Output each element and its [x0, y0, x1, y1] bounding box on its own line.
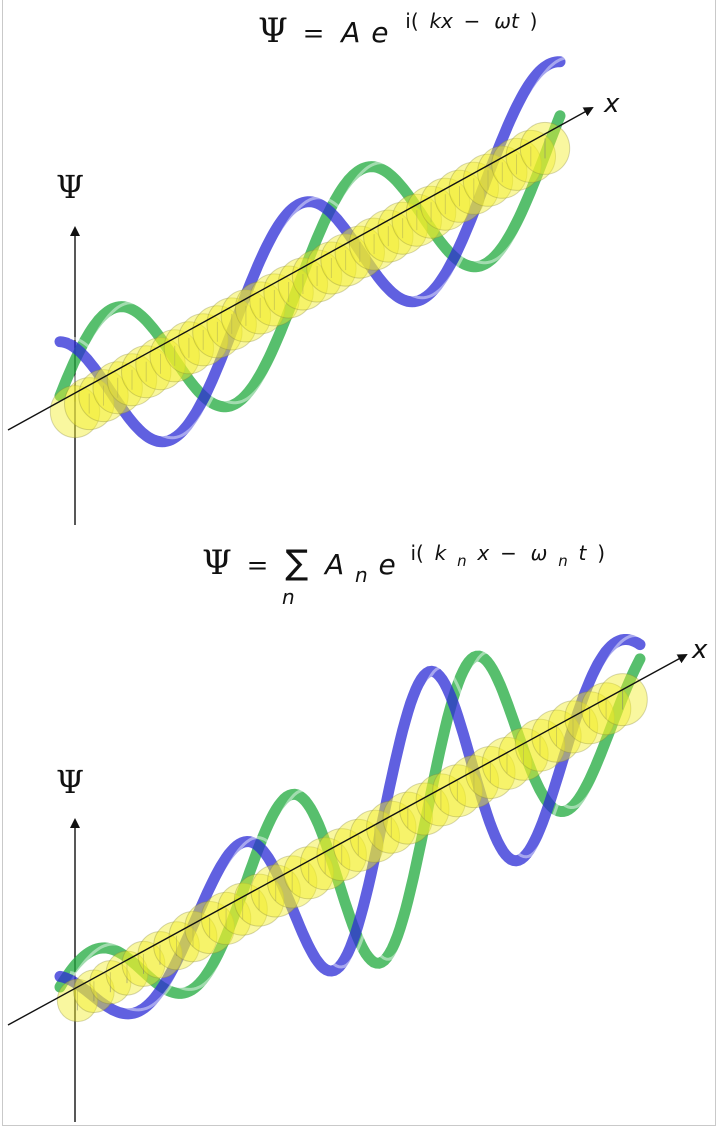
helix-group-1	[49, 56, 572, 448]
psi-axis-label-2: Ψ	[56, 763, 84, 801]
x-axis-label-1: x	[603, 89, 620, 119]
panel1-blue-ribbon-highlight	[69, 56, 570, 440]
x-axis-line-2	[7, 654, 688, 1026]
panel1-green-ribbon-highlight	[68, 111, 572, 405]
equation-superposition: Ψ = ∑ A n e i( k n x − ω n t )	[202, 529, 605, 591]
helix-group-2	[54, 634, 652, 1023]
panel2-green-ribbon	[54, 650, 646, 999]
x-axis-line-1	[7, 107, 594, 431]
panel2-blue-ribbon	[54, 634, 646, 1020]
x-axis-label-2: x	[691, 635, 708, 665]
psi-axis-label-1: Ψ	[56, 168, 84, 206]
panel1-blue-ribbon	[54, 56, 566, 448]
equation-single: Ψ = A e i( kx − ωt )	[258, 0, 537, 51]
sum-index: n	[282, 585, 295, 609]
panel-superposition: Ψ = ∑ A n e i( k n x − ω n t ) n Ψ x	[7, 529, 708, 1122]
panel-single-wave: Ψ = A e i( kx − ωt ) Ψ x	[7, 0, 620, 525]
panel1-green-ribbon	[54, 110, 566, 413]
panel2-blue-ribbon-highlight	[69, 634, 651, 1012]
